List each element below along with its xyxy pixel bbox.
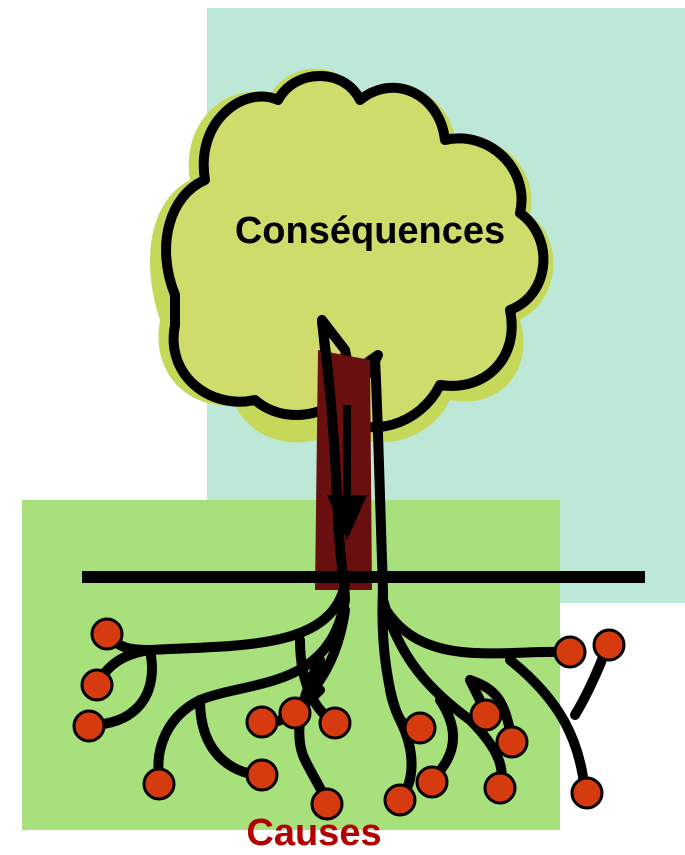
root-node — [471, 700, 501, 730]
root-node — [405, 713, 435, 743]
root-node — [594, 630, 624, 660]
root-node — [572, 778, 602, 808]
consequences-label: Conséquences — [235, 210, 505, 252]
root-node — [485, 773, 515, 803]
root-node — [144, 769, 174, 799]
root-node — [497, 727, 527, 757]
root-node — [555, 637, 585, 667]
root-node — [320, 708, 350, 738]
root-node — [385, 785, 415, 815]
root-node — [92, 619, 122, 649]
causes-label: Causes — [246, 812, 381, 854]
root-node — [280, 698, 310, 728]
root-node — [247, 760, 277, 790]
root-node — [247, 707, 277, 737]
root-node — [417, 767, 447, 797]
root-node — [74, 711, 104, 741]
root-node — [82, 670, 112, 700]
ground-panel — [22, 500, 560, 830]
